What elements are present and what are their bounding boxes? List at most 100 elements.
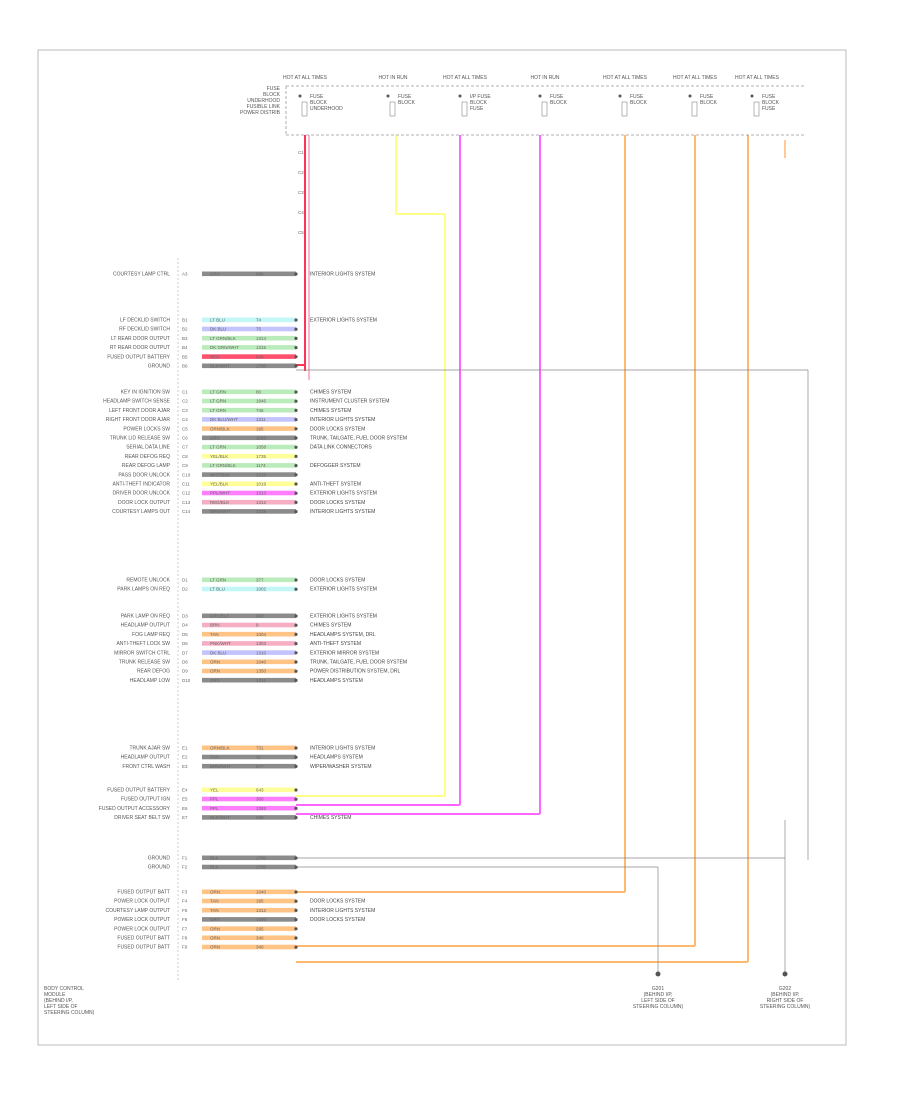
connector-end: [294, 856, 298, 860]
bcm-pin-label: FUSED OUTPUT BATT: [117, 890, 170, 896]
wire-stripe: [202, 796, 296, 802]
bcm-pin-label: COURTESY LAMP OUTPUT: [106, 908, 170, 914]
bcm-pin-label: REAR DEFOG LAMP: [122, 463, 171, 469]
fuse-label: FUSE: [630, 94, 644, 100]
pin-number: C11: [182, 482, 190, 487]
ground-label: STEERING COLUMN): [633, 1004, 684, 1010]
bcm-pin-label: LT REAR DOOR OUTPUT: [111, 336, 170, 342]
system-reference: CHIMES SYSTEM: [310, 623, 351, 629]
circuit-number: 1393: [256, 806, 267, 811]
pin-number: F9: [182, 945, 188, 950]
wire-color: DK BLU: [210, 650, 226, 655]
fuse-header-text: HOT AT ALL TIMES: [673, 75, 718, 81]
bcm-pin-label: ANTI-THEFT INDICATOR: [113, 482, 171, 488]
fuse-label: FUSE: [310, 94, 324, 100]
circuit-number: 75: [256, 327, 262, 332]
connector-label: C5: [298, 230, 304, 235]
circuit-number: 238: [256, 815, 264, 820]
bcm-pin-label: HEADLAMP SWITCH SENSE: [103, 399, 171, 405]
circuit-number: 11: [256, 755, 261, 760]
circuit-number: 340: [256, 945, 264, 950]
pin-number: D7: [182, 650, 188, 655]
fuse-terminal: [750, 94, 754, 98]
pin-number: B2: [182, 327, 188, 332]
system-reference: INTERIOR LIGHTS SYSTEM: [310, 417, 375, 423]
circuit-number: 1312: [256, 500, 267, 505]
system-reference: INSTRUMENT CLUSTER SYSTEM: [310, 399, 389, 405]
pin-number: C2: [182, 399, 188, 404]
wire-stripe: [202, 907, 296, 913]
underhood-label: FUSIBLE LINK: [247, 104, 281, 110]
connector-label: C1: [298, 150, 304, 155]
connector-end: [294, 491, 298, 495]
system-reference: CHIMES SYSTEM: [310, 815, 351, 821]
wire-color: GRY: [210, 272, 220, 277]
fuse-icon: [753, 101, 760, 117]
wire-color: GRY: [210, 917, 220, 922]
wire-stripe: [202, 444, 296, 450]
connector-label: C4: [298, 210, 304, 215]
bcm-label: BODY CONTROL: [44, 986, 84, 992]
system-reference: WIPER/WASHER SYSTEM: [310, 764, 372, 770]
fuse-icon: [621, 101, 628, 117]
circuit-number: 300: [256, 797, 264, 802]
system-reference: DEFOGGER SYSTEM: [310, 463, 361, 469]
connector-end: [294, 427, 298, 431]
circuit-number: 1303: [256, 641, 267, 646]
bcm-pin-label: FUSED OUTPUT IGN: [121, 797, 170, 803]
circuit-number: 1312: [256, 678, 267, 683]
system-reference: INTERIOR LIGHTS SYSTEM: [310, 272, 375, 278]
wire-color: RED/BLK: [210, 500, 229, 505]
ground-label: RIGHT SIDE OF: [767, 998, 804, 1004]
ground-label: (BEHIND I/P,: [771, 992, 800, 998]
pin-number: C6: [182, 436, 188, 441]
connector-end: [294, 399, 298, 403]
pin-number: B3: [182, 336, 188, 341]
circuit-number: 1019: [256, 482, 267, 487]
connector-end: [294, 632, 298, 637]
system-reference: CHIMES SYSTEM: [310, 408, 351, 414]
circuit-number: 340: [256, 936, 264, 941]
wire-color: LT GRN: [210, 390, 226, 395]
wire-color: BLK/WHT: [210, 815, 230, 820]
wire-color: LT BLU: [210, 318, 225, 323]
wire-stripe: [202, 407, 296, 413]
wire-color: ORN/BLK: [210, 426, 230, 431]
circuit-number: 1313: [256, 491, 267, 496]
wire-stripe: [202, 815, 296, 820]
system-reference: HEADLAMPS SYSTEM: [310, 755, 363, 761]
wire-stripe: [202, 944, 296, 950]
wire-color: YEL/BLK: [210, 454, 228, 459]
wire-stripe: [202, 898, 296, 904]
circuit-number: 1093: [256, 436, 267, 441]
wire-color: PNK/WHT: [210, 641, 231, 646]
connector-end: [294, 272, 298, 276]
bcm-pin-label: GROUND: [148, 364, 171, 370]
bcm-pin-label: POWER LOCKS SW: [123, 426, 170, 432]
pin-number: C13: [182, 500, 191, 505]
pin-number: C3: [182, 408, 188, 413]
wire-color: ORN: [210, 660, 220, 665]
fuse-header-text: HOT IN RUN: [530, 75, 559, 81]
system-reference: INTERIOR LIGHTS SYSTEM: [310, 908, 375, 914]
connector-end: [294, 500, 298, 504]
fuse-label: FUSE: [762, 94, 776, 100]
connector-end: [294, 908, 298, 913]
bcm-pin-label: COURTESY LAMPS OUT: [112, 509, 170, 515]
wire-color: TAN: [210, 899, 219, 904]
circuit-number: 745: [256, 408, 264, 413]
fuse-icon: [541, 101, 548, 117]
fuse-label: FUSE: [762, 106, 776, 112]
wire-color: PPL: [210, 797, 219, 802]
fuse-header-text: HOT AT ALL TIMES: [603, 75, 648, 81]
connector-end: [294, 464, 298, 468]
circuit-number: 295: [256, 926, 264, 931]
connector-end: [294, 865, 298, 869]
pin-number: C12: [182, 491, 191, 496]
pin-number: C14: [182, 509, 191, 514]
fuse-label: BLOCK: [470, 100, 488, 106]
pin-number: D9: [182, 669, 188, 674]
bcm-pin-label: DRIVER SEAT BELT SW: [114, 815, 170, 821]
connector-end: [294, 678, 298, 683]
